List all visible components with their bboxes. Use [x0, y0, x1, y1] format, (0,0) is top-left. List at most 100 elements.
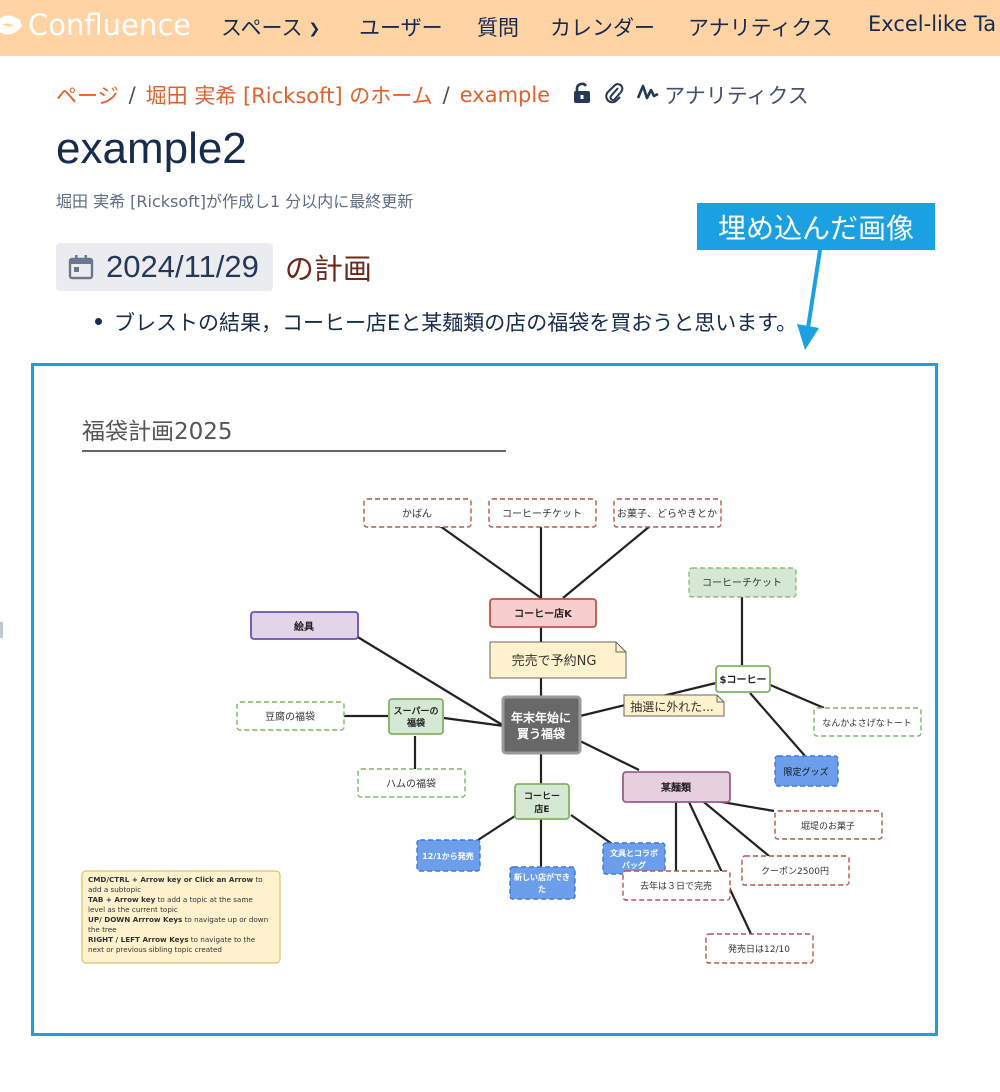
- svg-text:絵具: 絵具: [294, 620, 314, 633]
- svg-text:なんかよさげなトート: なんかよさげなトート: [822, 718, 912, 729]
- help-line: level as the current topic: [88, 905, 178, 914]
- node-dec1[interactable]: 12/1から発売: [416, 839, 481, 872]
- node-coupon[interactable]: クーポン2500円: [741, 855, 850, 886]
- calendar-icon: [68, 255, 94, 280]
- callout-arrow: [797, 249, 822, 350]
- analytics-icon[interactable]: [636, 82, 660, 109]
- node-limited[interactable]: 限定グッズ: [774, 755, 839, 787]
- svg-text:コーヒー: コーヒー: [524, 791, 560, 802]
- help-line: the tree: [88, 925, 117, 934]
- node-kyonen[interactable]: 去年は３日で完売: [622, 870, 731, 901]
- help-line: RIGHT / LEFT Arrow Keys to navigate to t…: [88, 935, 256, 944]
- date-heading: 2024/11/29 の計画: [56, 243, 372, 291]
- help-line: UP/ DOWN Arrrow Keys to navigate up or d…: [88, 915, 268, 924]
- page-title: example2: [56, 124, 247, 173]
- svg-text:コーヒーチケット: コーヒーチケット: [502, 508, 582, 520]
- chevron-down-icon: ❯: [308, 21, 321, 37]
- svg-text:$コーヒー: $コーヒー: [720, 674, 767, 686]
- help-box: CMD/CTRL + Arrow key or Click an Arrow t…: [81, 870, 281, 964]
- help-line: add a subtopic: [88, 885, 141, 894]
- node-coffee-shop-e[interactable]: コーヒー店E: [514, 783, 570, 820]
- note-sold-out[interactable]: 完売で予約NG: [489, 641, 627, 679]
- nav-analytics[interactable]: アナリティクス: [688, 12, 833, 42]
- svg-text:豆腐の福袋: 豆腐の福袋: [265, 710, 315, 723]
- unlock-icon[interactable]: [572, 82, 592, 109]
- node-tote[interactable]: なんかよさげなトート: [813, 707, 922, 737]
- nav-users[interactable]: ユーザー: [359, 12, 443, 42]
- node-okashi[interactable]: お菓子、どらやきとか: [613, 498, 722, 528]
- svg-text:限定グッズ: 限定グッズ: [783, 766, 828, 778]
- confluence-logo-icon: [0, 15, 22, 35]
- svg-text:抽選に外れた...: 抽選に外れた...: [630, 700, 713, 714]
- breadcrumb-home[interactable]: 堀田 実希 [Ricksoft] のホーム: [145, 84, 433, 108]
- svg-text:買う福袋: 買う福袋: [517, 726, 566, 741]
- svg-text:クーポン2500円: クーポン2500円: [761, 866, 829, 877]
- nav-analytics-label: アナリティクス: [688, 16, 833, 40]
- breadcrumb-example[interactable]: example: [459, 83, 551, 107]
- svg-text:店E: 店E: [534, 803, 549, 815]
- node-s-coffee[interactable]: $コーヒー: [715, 665, 771, 693]
- nav-excel-like-table[interactable]: Excel-like Ta: [868, 12, 996, 36]
- breadcrumb-separator: /: [442, 83, 450, 107]
- svg-text:堀堤のお菓子: 堀堤のお菓子: [801, 820, 855, 832]
- app-name: Confluence: [28, 8, 192, 42]
- date-lozenge[interactable]: 2024/11/29: [56, 243, 273, 291]
- svg-text:年末年始に: 年末年始に: [511, 710, 571, 725]
- node-ebu[interactable]: 絵具: [250, 611, 359, 640]
- svg-text:た: た: [538, 884, 546, 894]
- bullet-dot: [95, 318, 102, 325]
- svg-text:新しい店ができ: 新しい店ができ: [514, 872, 570, 882]
- node-noodles[interactable]: 某麺類: [622, 771, 731, 803]
- help-line: CMD/CTRL + Arrow key or Click an Arrow t…: [88, 875, 263, 884]
- node-release[interactable]: 発売日は12/10: [705, 933, 814, 964]
- svg-text:文具とコラボ: 文具とコラボ: [610, 848, 658, 858]
- nav-calendar-label: カレンダー: [550, 16, 655, 40]
- node-coffee-ticket[interactable]: コーヒーチケット: [488, 498, 597, 528]
- svg-text:12/1から発売: 12/1から発売: [422, 851, 474, 861]
- date-text: 2024/11/29: [106, 249, 259, 284]
- svg-text:福袋: 福袋: [406, 717, 426, 729]
- svg-text:発売日は12/10: 発売日は12/10: [728, 943, 790, 955]
- svg-text:ハムの福袋: ハムの福袋: [386, 777, 436, 790]
- mindmap-title: 福袋計画2025: [82, 419, 233, 445]
- analytics-link[interactable]: アナリティクス: [664, 84, 809, 108]
- node-ham[interactable]: ハムの福袋: [357, 768, 466, 798]
- callout-label: 埋め込んだ画像: [697, 203, 935, 250]
- svg-text:スーパーの: スーパーの: [394, 705, 439, 717]
- bullet-text: ブレストの結果，コーヒー店Eと某麺類の店の福袋を買おうと思います。: [114, 311, 798, 335]
- help-line: TAB + Arrow key to add a topic at the sa…: [88, 895, 253, 904]
- node-kaban[interactable]: かばん: [363, 498, 472, 528]
- node-coffee-ticket-2[interactable]: コーヒーチケット: [688, 567, 797, 598]
- breadcrumb: ページ / 堀田 実希 [Ricksoft] のホーム / example アナ…: [56, 80, 809, 110]
- page-byline: 堀田 実希 [Ricksoft]が作成し1 分以内に最終更新: [56, 192, 414, 211]
- sidebar-collapse-handle[interactable]: [0, 622, 3, 638]
- nav-calendar[interactable]: カレンダー: [550, 12, 655, 42]
- svg-text:某麺類: 某麺類: [661, 781, 692, 794]
- top-navigation-bar: Confluence スペース ❯ ユーザー 質問 カレンダー アナリティクス E…: [0, 0, 1000, 56]
- breadcrumb-pages[interactable]: ページ: [56, 84, 119, 108]
- embedded-image[interactable]: 福袋計画2025 かばん コーヒーチ: [31, 363, 938, 1036]
- breadcrumb-separator: /: [128, 83, 136, 107]
- nav-excel-label: Excel-like Ta: [868, 12, 997, 36]
- node-tofu[interactable]: 豆腐の福袋: [236, 701, 345, 731]
- nav-questions-label: 質問: [477, 16, 519, 40]
- note-lottery[interactable]: 抽選に外れた...: [623, 694, 725, 717]
- svg-text:コーヒーチケット: コーヒーチケット: [702, 577, 782, 589]
- svg-text:完売で予約NG: 完売で予約NG: [512, 653, 597, 669]
- help-line: next or previous sibling topic created: [88, 945, 222, 954]
- nav-spaces-label: スペース: [221, 16, 303, 40]
- list-item: ブレストの結果，コーヒー店Eと某麺類の店の福袋を買おうと思います。: [95, 307, 797, 337]
- node-senbei[interactable]: 堀堤のお菓子: [774, 810, 883, 840]
- confluence-logo[interactable]: Confluence: [0, 8, 191, 42]
- paperclip-icon[interactable]: [604, 82, 624, 109]
- nav-questions[interactable]: 質問: [477, 12, 519, 42]
- date-heading-suffix: の計画: [284, 252, 372, 286]
- svg-text:お菓子、どらやきとか: お菓子、どらやきとか: [617, 508, 717, 520]
- nav-spaces[interactable]: スペース ❯: [221, 12, 320, 42]
- node-coffee-shop-k[interactable]: コーヒー店K: [489, 598, 597, 628]
- svg-text:去年は３日で完売: 去年は３日で完売: [640, 880, 712, 892]
